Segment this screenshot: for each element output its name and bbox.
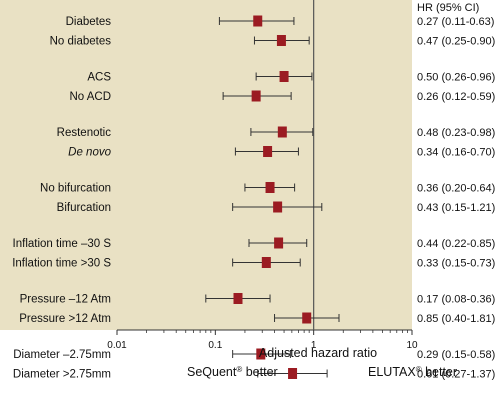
row-label: No bifurcation	[40, 183, 111, 195]
row-label: Inflation time –30 S	[13, 238, 112, 250]
hr-point-marker	[302, 312, 312, 324]
hr-point-marker	[288, 368, 298, 379]
hr-ci-text: 0.44 (0.22-0.85)	[417, 238, 495, 250]
hr-point-marker	[277, 126, 287, 138]
forest-row: No diabetes 0.47 (0.25-0.90)	[50, 35, 495, 48]
estimate-header: HR (95% CI)	[417, 2, 479, 14]
row-label: Restenotic	[57, 127, 112, 139]
hr-point-marker	[274, 237, 284, 249]
forest-row: ACS 0.50 (0.26-0.96)	[87, 71, 495, 84]
x-tick-label: 0.1	[208, 340, 222, 351]
x-tick-label: 1	[311, 340, 317, 351]
plot-panel	[0, 0, 412, 330]
forest-row: Diameter –2.75mm 0.29 (0.15-0.58)	[13, 348, 495, 361]
hr-point-marker	[233, 293, 243, 304]
forest-row: Inflation time >30 S 0.33 (0.15-0.73)	[12, 257, 495, 270]
row-label: Diameter >2.75mm	[13, 369, 111, 381]
row-label: Pressure >12 Atm	[19, 313, 111, 325]
forest-row: Restenotic 0.48 (0.23-0.98)	[57, 126, 495, 139]
forest-rows: Diabetes 0.27 (0.11-0.63) No diabetes 0.47 …	[12, 15, 495, 381]
x-axis: 0.01 0.1 1 10	[107, 329, 418, 351]
row-label: Bifurcation	[57, 202, 111, 214]
forest-row: No ACD 0.26 (0.12-0.59)	[69, 90, 495, 103]
forest-row: Pressure >12 Atm 0.85 (0.40-1.81)	[19, 312, 495, 325]
hr-ci-text: 0.85 (0.40-1.81)	[417, 313, 495, 325]
forest-row: Pressure –12 Atm 0.17 (0.08-0.36)	[20, 293, 495, 306]
forest-row: Diameter >2.75mm 0.61 (0.27-1.37)	[13, 368, 495, 381]
hr-ci-text: 0.47 (0.25-0.90)	[417, 36, 495, 48]
x-axis-title: Adjusted hazard ratio	[259, 346, 377, 360]
forest-row: Diabetes 0.27 (0.11-0.63)	[66, 15, 494, 28]
hr-ci-text: 0.36 (0.20-0.64)	[417, 183, 495, 195]
hr-ci-text: 0.29 (0.15-0.58)	[417, 349, 495, 361]
hr-ci-text: 0.43 (0.15-1.21)	[417, 202, 495, 214]
forest-row: Bifurcation 0.43 (0.15-1.21)	[57, 201, 495, 214]
hr-ci-text: 0.27 (0.11-0.63)	[417, 16, 494, 28]
hr-point-marker	[261, 257, 271, 268]
hr-point-marker	[273, 201, 283, 213]
row-label: De novo	[68, 147, 111, 159]
row-label: Diabetes	[66, 16, 112, 28]
hr-point-marker	[253, 15, 263, 27]
row-label: ACS	[87, 72, 111, 84]
hr-point-marker	[279, 71, 289, 82]
hr-point-marker	[256, 348, 266, 360]
hr-point-marker	[265, 182, 275, 193]
row-label: Diameter –2.75mm	[13, 349, 111, 361]
favors-left-label: SeQuent® better	[187, 365, 278, 380]
hr-ci-text: 0.17 (0.08-0.36)	[417, 294, 495, 306]
x-tick-label: 0.01	[107, 340, 127, 351]
hr-point-marker	[276, 35, 286, 46]
row-label: Pressure –12 Atm	[20, 294, 111, 306]
forest-row: Inflation time –30 S 0.44 (0.22-0.85)	[13, 237, 495, 250]
hr-ci-text: 0.33 (0.15-0.73)	[417, 258, 495, 270]
forest-row: No bifurcation 0.36 (0.20-0.64)	[40, 182, 495, 195]
hr-ci-text: 0.50 (0.26-0.96)	[417, 72, 495, 84]
row-label: Inflation time >30 S	[12, 258, 111, 270]
hr-point-marker	[251, 90, 261, 102]
row-label: No diabetes	[50, 36, 112, 48]
hr-ci-text: 0.61 (0.27-1.37)	[417, 369, 495, 381]
forest-row: De novo 0.34 (0.16-0.70)	[68, 146, 495, 159]
hr-ci-text: 0.26 (0.12-0.59)	[417, 91, 495, 103]
x-tick-label: 10	[406, 340, 418, 351]
favors-right-label: ELUTAX® better	[368, 365, 457, 380]
hr-point-marker	[263, 146, 273, 157]
row-label: No ACD	[69, 91, 111, 103]
hr-ci-text: 0.48 (0.23-0.98)	[417, 127, 495, 139]
hr-ci-text: 0.34 (0.16-0.70)	[417, 147, 495, 159]
